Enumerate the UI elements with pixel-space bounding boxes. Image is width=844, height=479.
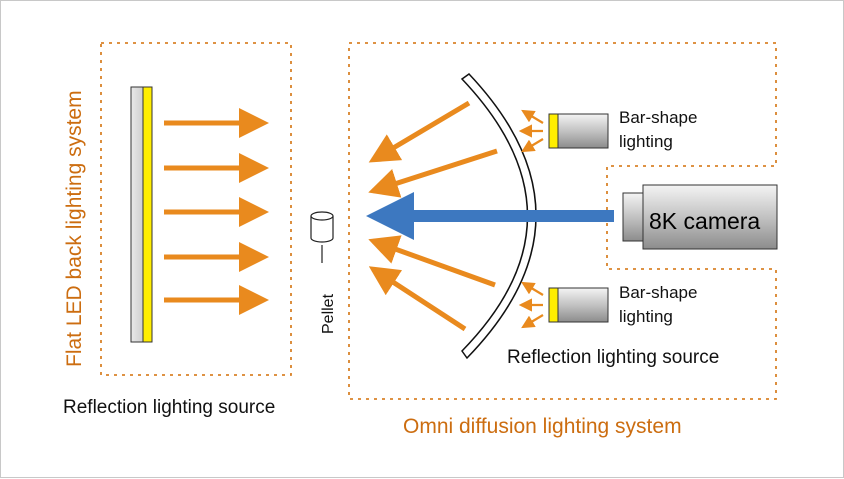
light-ray [521, 109, 544, 124]
camera-label: 8K camera [649, 208, 760, 234]
bar-light-top-label-line1: Bar-shape [619, 108, 697, 127]
backlight-arrows [164, 108, 269, 315]
led-panel [130, 86, 144, 343]
pellet-icon [310, 211, 334, 243]
reflection-arrow [368, 100, 471, 163]
pellet-label: Pellet [320, 293, 337, 334]
right-system-label: Omni diffusion lighting system [403, 415, 682, 438]
bar-light-bottom-label-line1: Bar-shape [619, 283, 697, 302]
bar-light-bottom-rays [518, 281, 544, 329]
dome-reflector [460, 73, 537, 360]
reflection-arrow [368, 235, 496, 288]
camera-body-icon [622, 184, 778, 250]
led-panel-light [142, 86, 153, 343]
reflection-arrow [368, 148, 498, 198]
light-ray [521, 138, 544, 153]
light-ray [521, 314, 544, 329]
left-system-label: Flat LED back lighting system [63, 90, 86, 367]
bar-light-top-icon [548, 113, 609, 149]
left-source-label: Reflection lighting source [63, 397, 275, 418]
bar-light-top-rays [518, 109, 544, 153]
reflection-arrows [368, 100, 498, 332]
bar-light-bottom-label-line2: lighting [619, 307, 673, 326]
reflection-arrow [368, 266, 467, 332]
flat-led-system-box [100, 42, 292, 376]
bar-light-bottom-icon [548, 287, 609, 323]
right-source-label: Reflection lighting source [507, 347, 719, 368]
light-ray [521, 281, 544, 296]
bar-light-top-label-line2: lighting [619, 132, 673, 151]
